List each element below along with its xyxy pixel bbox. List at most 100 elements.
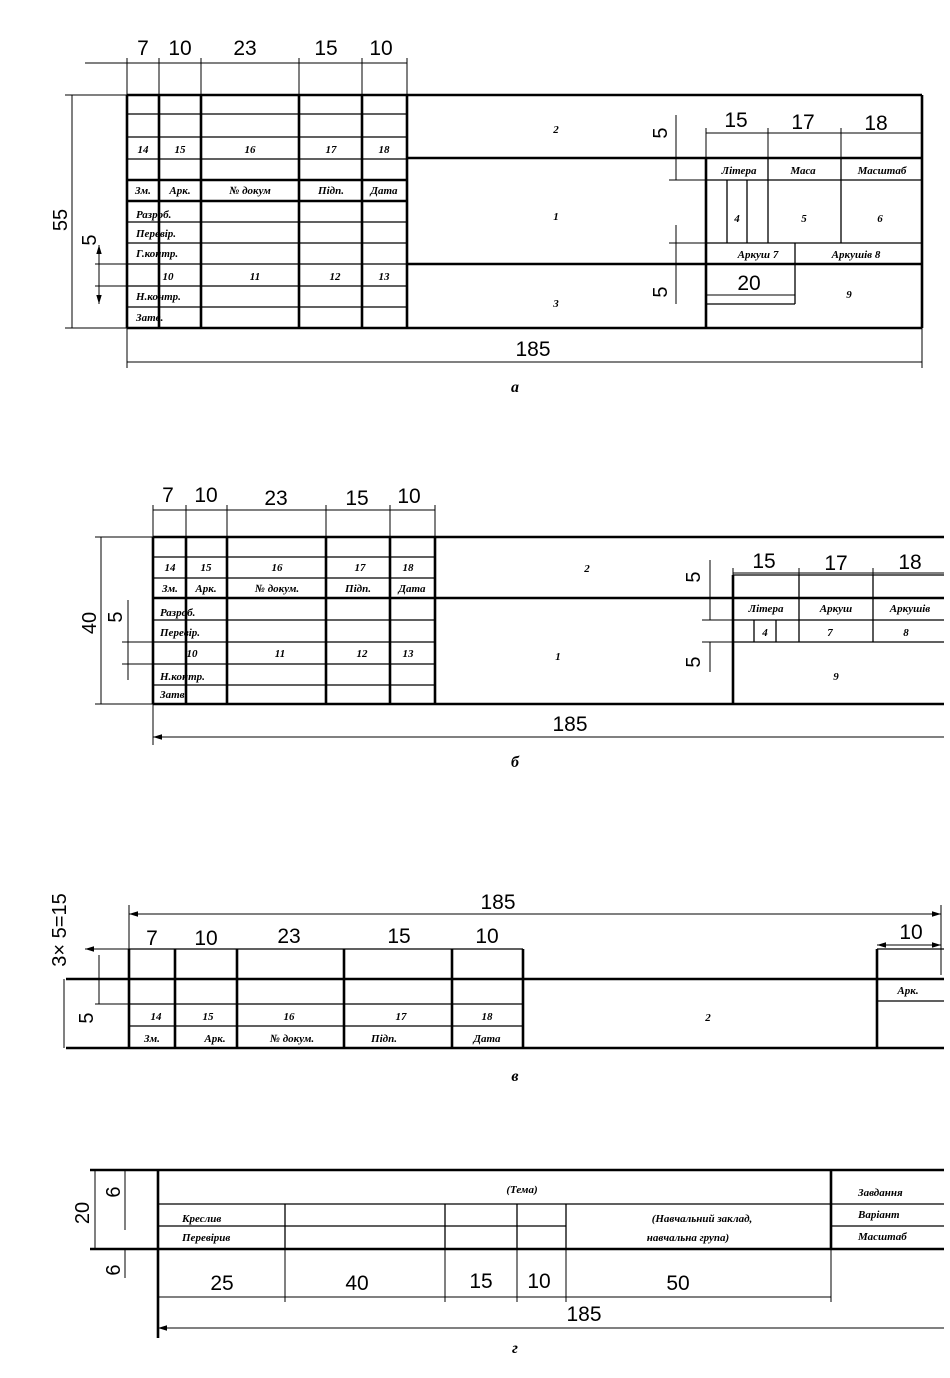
dim-5: 5 bbox=[79, 234, 101, 245]
dim-5: 5 bbox=[650, 286, 672, 297]
field-5: 5 bbox=[801, 213, 807, 225]
label-zm: Зм. bbox=[134, 185, 151, 197]
label-perevir: Перевір. bbox=[135, 228, 176, 240]
field-2: 2 bbox=[552, 124, 559, 136]
dim-17: 17 bbox=[791, 111, 814, 134]
label-masshtab: Масштаб bbox=[857, 165, 907, 177]
dim-5: 5 bbox=[650, 127, 672, 138]
label-zaklad-line2: навчальна група) bbox=[647, 1232, 729, 1244]
field-6: 6 bbox=[877, 213, 883, 225]
field-3: 3 bbox=[552, 298, 559, 310]
drawing-a: 7 10 23 15 10 55 5 15 17 18 5 5 20 bbox=[50, 37, 924, 396]
label-zatv: Затв. bbox=[135, 312, 163, 324]
field-18: 18 bbox=[379, 144, 391, 156]
field-13: 13 bbox=[379, 271, 391, 283]
field-14: 14 bbox=[151, 1011, 163, 1023]
dim-15: 15 bbox=[724, 109, 747, 132]
label-arkush: Аркуш bbox=[819, 603, 852, 615]
label-masshtab: Масштаб bbox=[857, 1231, 907, 1243]
label-rozrob: Разроб. bbox=[160, 607, 195, 619]
dim-15: 15 bbox=[752, 550, 775, 573]
field-15: 15 bbox=[201, 562, 213, 574]
dim-20: 20 bbox=[737, 272, 760, 295]
label-zavdannia: Завдання bbox=[857, 1187, 903, 1199]
dim-15: 15 bbox=[387, 925, 410, 948]
dim-15: 15 bbox=[345, 487, 368, 510]
label-litera: Літера bbox=[748, 603, 784, 615]
dim-55: 55 bbox=[50, 209, 72, 231]
caption-b: б bbox=[511, 754, 520, 771]
dim-5: 5 bbox=[683, 656, 705, 667]
field-1: 1 bbox=[553, 211, 559, 223]
field-4: 4 bbox=[761, 627, 768, 639]
field-11: 11 bbox=[275, 648, 285, 660]
dim-7: 7 bbox=[137, 37, 149, 60]
field-16: 16 bbox=[272, 562, 284, 574]
dim-23: 23 bbox=[264, 487, 287, 510]
label-ndokum: № докум. bbox=[269, 1033, 314, 1045]
field-12: 12 bbox=[330, 271, 342, 283]
label-nkontr: Н.контр. bbox=[135, 291, 181, 303]
field-10: 10 bbox=[187, 648, 199, 660]
label-nkontr: Н.контр. bbox=[159, 671, 205, 683]
field-1: 1 bbox=[555, 651, 561, 663]
label-perevir: Перевір. bbox=[159, 627, 200, 639]
field-2: 2 bbox=[583, 563, 590, 575]
caption-g: г bbox=[512, 1340, 518, 1357]
dim-10: 10 bbox=[397, 485, 420, 508]
field-12: 12 bbox=[357, 648, 369, 660]
field-13: 13 bbox=[403, 648, 415, 660]
dim-10: 10 bbox=[527, 1270, 550, 1293]
drawing-b: 7 10 23 15 10 40 5 15 17 18 5 5 185 14 bbox=[79, 484, 944, 771]
dim-185: 185 bbox=[566, 1303, 601, 1326]
dim-10: 10 bbox=[194, 484, 217, 507]
dim-5: 5 bbox=[683, 571, 705, 582]
field-14: 14 bbox=[165, 562, 177, 574]
caption-a: а bbox=[511, 379, 519, 396]
dim-10: 10 bbox=[475, 925, 498, 948]
field-10: 10 bbox=[163, 271, 175, 283]
field-15: 15 bbox=[203, 1011, 215, 1023]
label-zatv: Затв. bbox=[159, 689, 187, 701]
label-zaklad-line1: (Навчальний заклад, bbox=[652, 1213, 753, 1225]
field-9: 9 bbox=[833, 671, 839, 683]
dim-5: 5 bbox=[76, 1012, 98, 1023]
dim-23: 23 bbox=[233, 37, 256, 60]
label-pidp: Підп. bbox=[370, 1033, 397, 1045]
dim-17: 17 bbox=[824, 552, 847, 575]
field-18: 18 bbox=[482, 1011, 494, 1023]
label-kreslyv: Креслив bbox=[181, 1213, 221, 1225]
label-data: Дата bbox=[472, 1033, 501, 1045]
label-pidp: Підп. bbox=[344, 583, 371, 595]
field-9: 9 bbox=[846, 289, 852, 301]
dim-23: 23 bbox=[277, 925, 300, 948]
dim-10: 10 bbox=[369, 37, 392, 60]
label-ark: Арк. bbox=[168, 185, 190, 197]
field-17: 17 bbox=[355, 562, 367, 574]
caption-v: в bbox=[511, 1068, 518, 1085]
dim-18: 18 bbox=[898, 551, 921, 574]
field-14: 14 bbox=[138, 144, 150, 156]
field-17: 17 bbox=[396, 1011, 408, 1023]
label-ark: Арк. bbox=[194, 583, 216, 595]
dim-7: 7 bbox=[162, 484, 174, 507]
field-2: 2 bbox=[704, 1012, 711, 1024]
label-pereviryv: Перевірив bbox=[181, 1232, 230, 1244]
dim-15: 15 bbox=[314, 37, 337, 60]
label-tema: (Тема) bbox=[506, 1184, 537, 1196]
label-rozrob: Разроб. bbox=[136, 209, 171, 221]
field-16: 16 bbox=[245, 144, 257, 156]
field-16: 16 bbox=[284, 1011, 296, 1023]
field-18: 18 bbox=[403, 562, 415, 574]
dim-40: 40 bbox=[79, 612, 101, 634]
dim-185: 185 bbox=[552, 713, 587, 736]
field-7: 7 bbox=[827, 627, 833, 639]
label-pidp: Підп. bbox=[317, 185, 344, 197]
dim-7: 7 bbox=[146, 927, 158, 950]
label-litera: Літера bbox=[721, 165, 757, 177]
label-masa: Маса bbox=[789, 165, 816, 177]
label-gkontr: Г.контр. bbox=[135, 248, 178, 260]
dim-185: 185 bbox=[480, 891, 515, 914]
dim-6: 6 bbox=[103, 1186, 125, 1197]
